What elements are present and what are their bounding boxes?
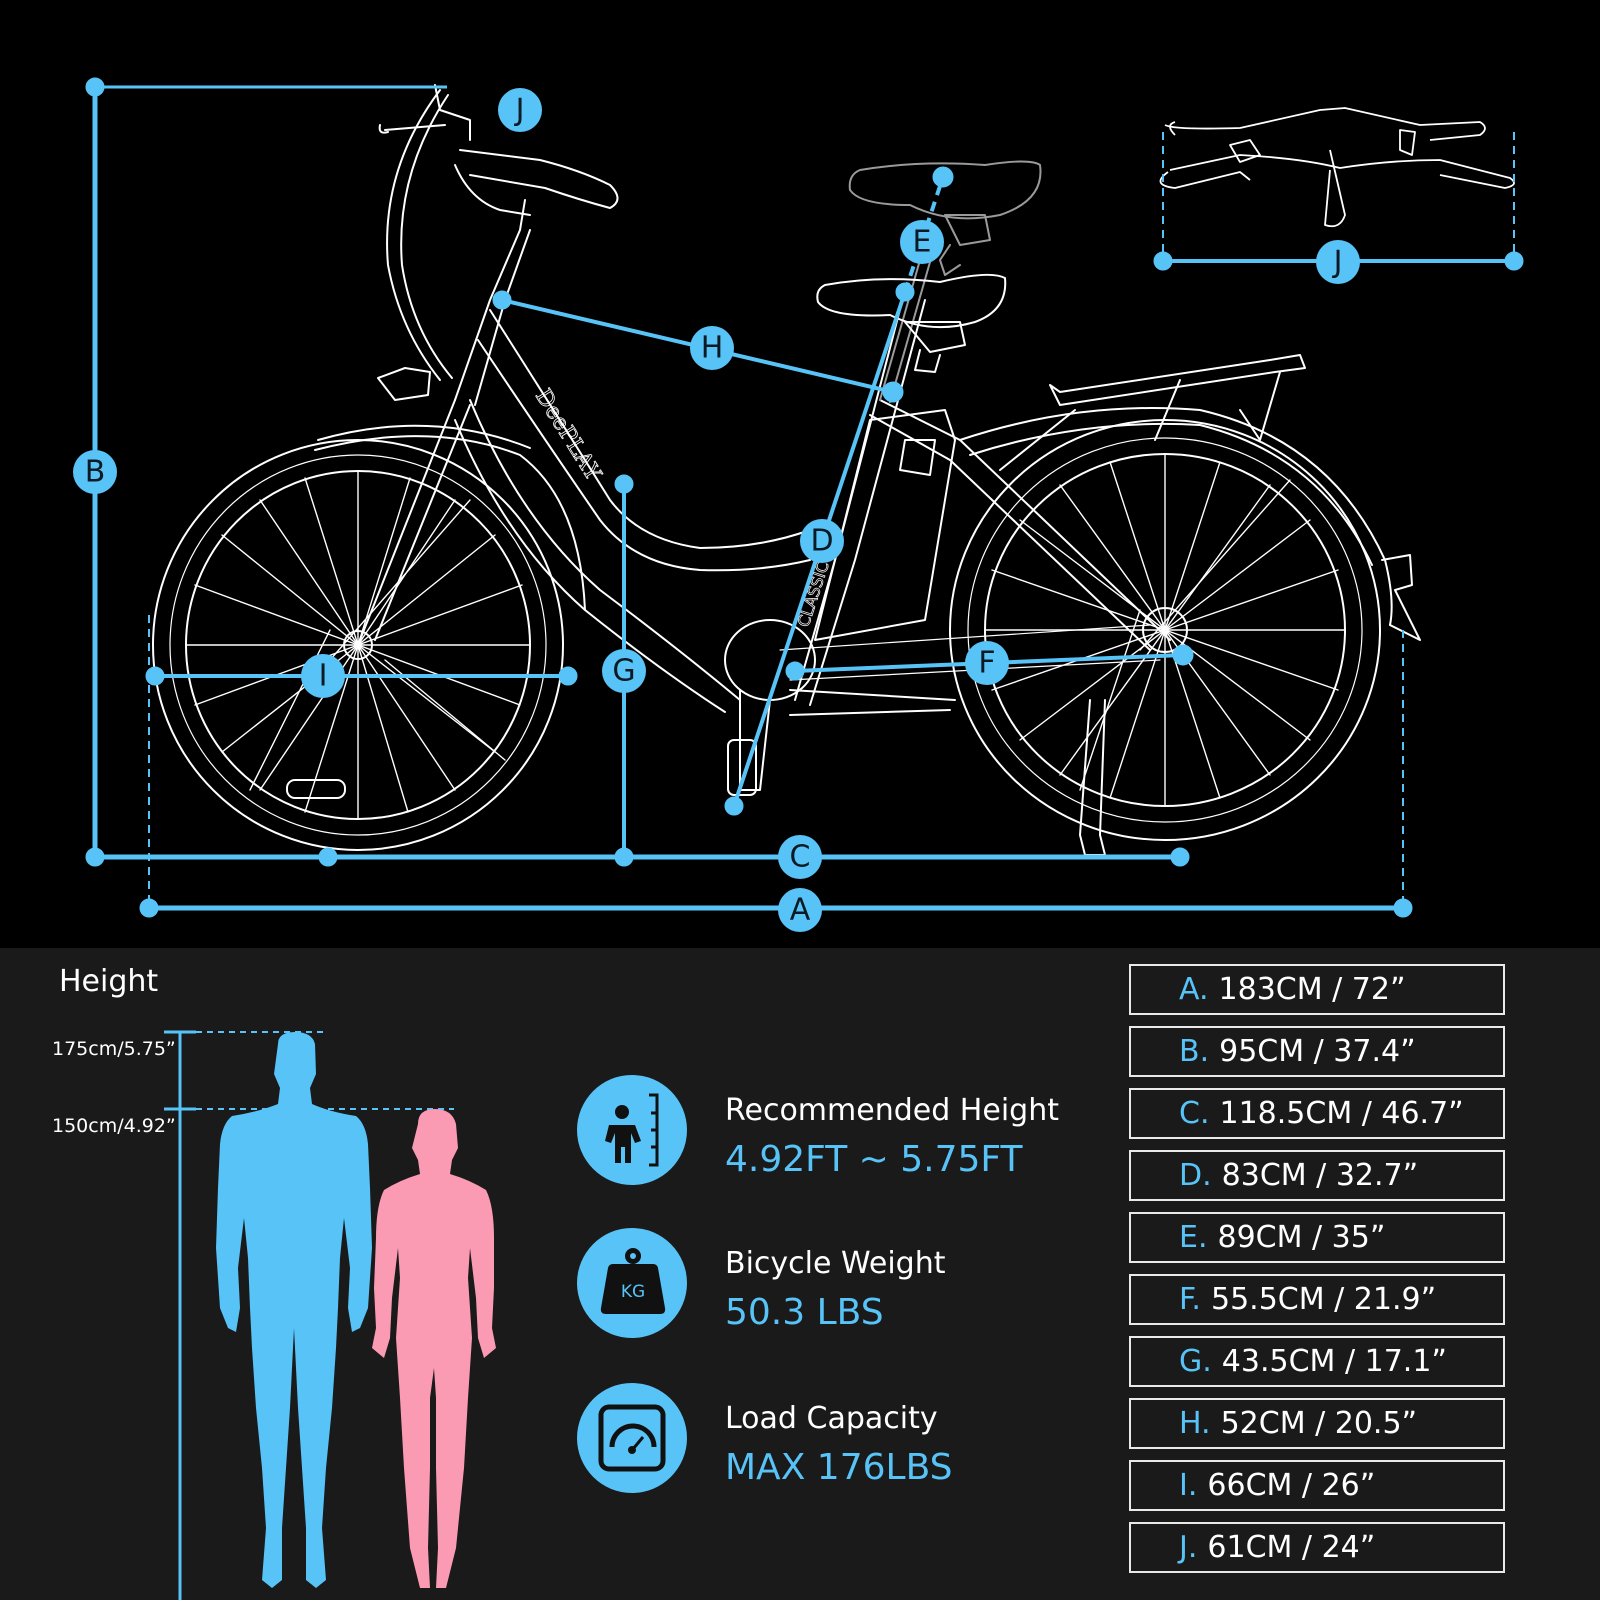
dimension-row-c: C. 118.5CM / 46.7” <box>1129 1088 1505 1139</box>
svg-text:KG: KG <box>621 1282 645 1302</box>
dimension-value: 52CM / 20.5” <box>1220 1406 1418 1441</box>
height-title: Height <box>59 964 159 999</box>
scale-gauge-icon <box>577 1383 687 1493</box>
marker-F: F <box>965 641 1009 685</box>
marker-J-handlebar: J <box>1316 240 1360 284</box>
dimension-letter: B. <box>1179 1034 1210 1069</box>
bike-dimension-diagram: DeePLAY CLASSIC <box>73 77 1524 932</box>
marker-J: J <box>498 88 542 132</box>
dimension-letter: J. <box>1179 1530 1198 1565</box>
dimension-value: 66CM / 26” <box>1207 1468 1376 1503</box>
rear-wheel <box>949 419 1381 841</box>
dimension-value: 43.5CM / 17.1” <box>1221 1344 1447 1379</box>
dimension-letter: F. <box>1179 1282 1201 1317</box>
dimension-row-i: I. 66CM / 26” <box>1129 1460 1505 1511</box>
scale-label-150: 150cm/4.92” <box>52 1115 176 1137</box>
svg-text:H: H <box>701 331 724 366</box>
dimension-lines <box>85 77 1524 918</box>
feature-recommended-height: Recommended Height 4.92FT ~ 5.75FT <box>577 1075 1097 1185</box>
dimension-row-a: A. 183CM / 72” <box>1129 964 1505 1015</box>
dimension-value: 55.5CM / 21.9” <box>1210 1282 1437 1317</box>
feature-value: MAX 176LBS <box>725 1447 953 1488</box>
dimension-row-h: H. 52CM / 20.5” <box>1129 1398 1505 1449</box>
dimension-value: 95CM / 37.4” <box>1219 1034 1416 1069</box>
dimension-value: 183CM / 72” <box>1218 972 1406 1007</box>
height-comparison-graphic <box>164 1030 496 1600</box>
height-scale-axis <box>164 1030 454 1600</box>
dimension-value: 118.5CM / 46.7” <box>1219 1096 1464 1131</box>
handlebar-top-view <box>1159 107 1515 228</box>
dimension-list: A. 183CM / 72” B. 95CM / 37.4” C. 118.5CM /… <box>1129 964 1505 1584</box>
height-ruler-icon <box>577 1075 687 1185</box>
svg-text:E: E <box>913 225 932 260</box>
marker-C: C <box>778 835 822 879</box>
dimension-letter: D. <box>1179 1158 1212 1193</box>
dimension-row-b: B. 95CM / 37.4” <box>1129 1026 1505 1077</box>
svg-text:J: J <box>1332 245 1343 280</box>
svg-text:B: B <box>85 455 106 490</box>
svg-text:C: C <box>790 840 811 875</box>
feature-value: 4.92FT ~ 5.75FT <box>725 1139 1023 1180</box>
male-silhouette <box>216 1032 372 1588</box>
marker-B: B <box>73 450 117 494</box>
marker-A: A <box>778 888 822 932</box>
svg-text:F: F <box>978 646 995 681</box>
dimension-letter: I. <box>1179 1468 1198 1503</box>
marker-G: G <box>602 649 646 693</box>
dimension-row-j: J. 61CM / 24” <box>1129 1522 1505 1573</box>
dimension-letter: H. <box>1179 1406 1211 1441</box>
dimension-value: 61CM / 24” <box>1207 1530 1376 1565</box>
scale-label-175: 175cm/5.75” <box>52 1038 176 1060</box>
dimension-letter: A. <box>1179 972 1209 1007</box>
dimension-value: 83CM / 32.7” <box>1221 1158 1419 1193</box>
marker-I: I <box>301 654 345 698</box>
svg-text:D: D <box>810 524 833 559</box>
feature-value: 50.3 LBS <box>725 1292 884 1333</box>
bike-outline <box>152 84 1421 856</box>
front-wheel <box>152 439 564 851</box>
feature-bicycle-weight: KG Bicycle Weight 50.3 LBS <box>577 1228 1097 1338</box>
svg-text:J: J <box>514 93 525 128</box>
feature-title: Load Capacity <box>725 1401 938 1436</box>
dimension-letter: C. <box>1179 1096 1210 1131</box>
specs-section: Height 175cm/5.75” 150cm/4.92” Recommend… <box>0 948 1600 1600</box>
dimension-value: 89CM / 35” <box>1217 1220 1386 1255</box>
dimension-row-g: G. 43.5CM / 17.1” <box>1129 1336 1505 1387</box>
feature-load-capacity: Load Capacity MAX 176LBS <box>577 1383 1097 1493</box>
svg-text:I: I <box>319 659 328 694</box>
bike-diagram-svg: DeePLAY CLASSIC <box>73 77 1524 932</box>
svg-text:A: A <box>790 893 811 928</box>
dimension-letter: G. <box>1179 1344 1212 1379</box>
feature-title: Recommended Height <box>725 1093 1059 1128</box>
marker-E: E <box>900 220 944 264</box>
svg-text:G: G <box>612 654 635 689</box>
dimension-row-e: E. 89CM / 35” <box>1129 1212 1505 1263</box>
dimension-row-d: D. 83CM / 32.7” <box>1129 1150 1505 1201</box>
dimension-row-f: F. 55.5CM / 21.9” <box>1129 1274 1505 1325</box>
feature-title: Bicycle Weight <box>725 1246 946 1281</box>
kg-weight-icon: KG <box>577 1228 687 1338</box>
female-silhouette <box>372 1109 496 1588</box>
marker-D: D <box>800 519 844 563</box>
marker-H: H <box>690 326 734 370</box>
dimension-letter: E. <box>1179 1220 1208 1255</box>
